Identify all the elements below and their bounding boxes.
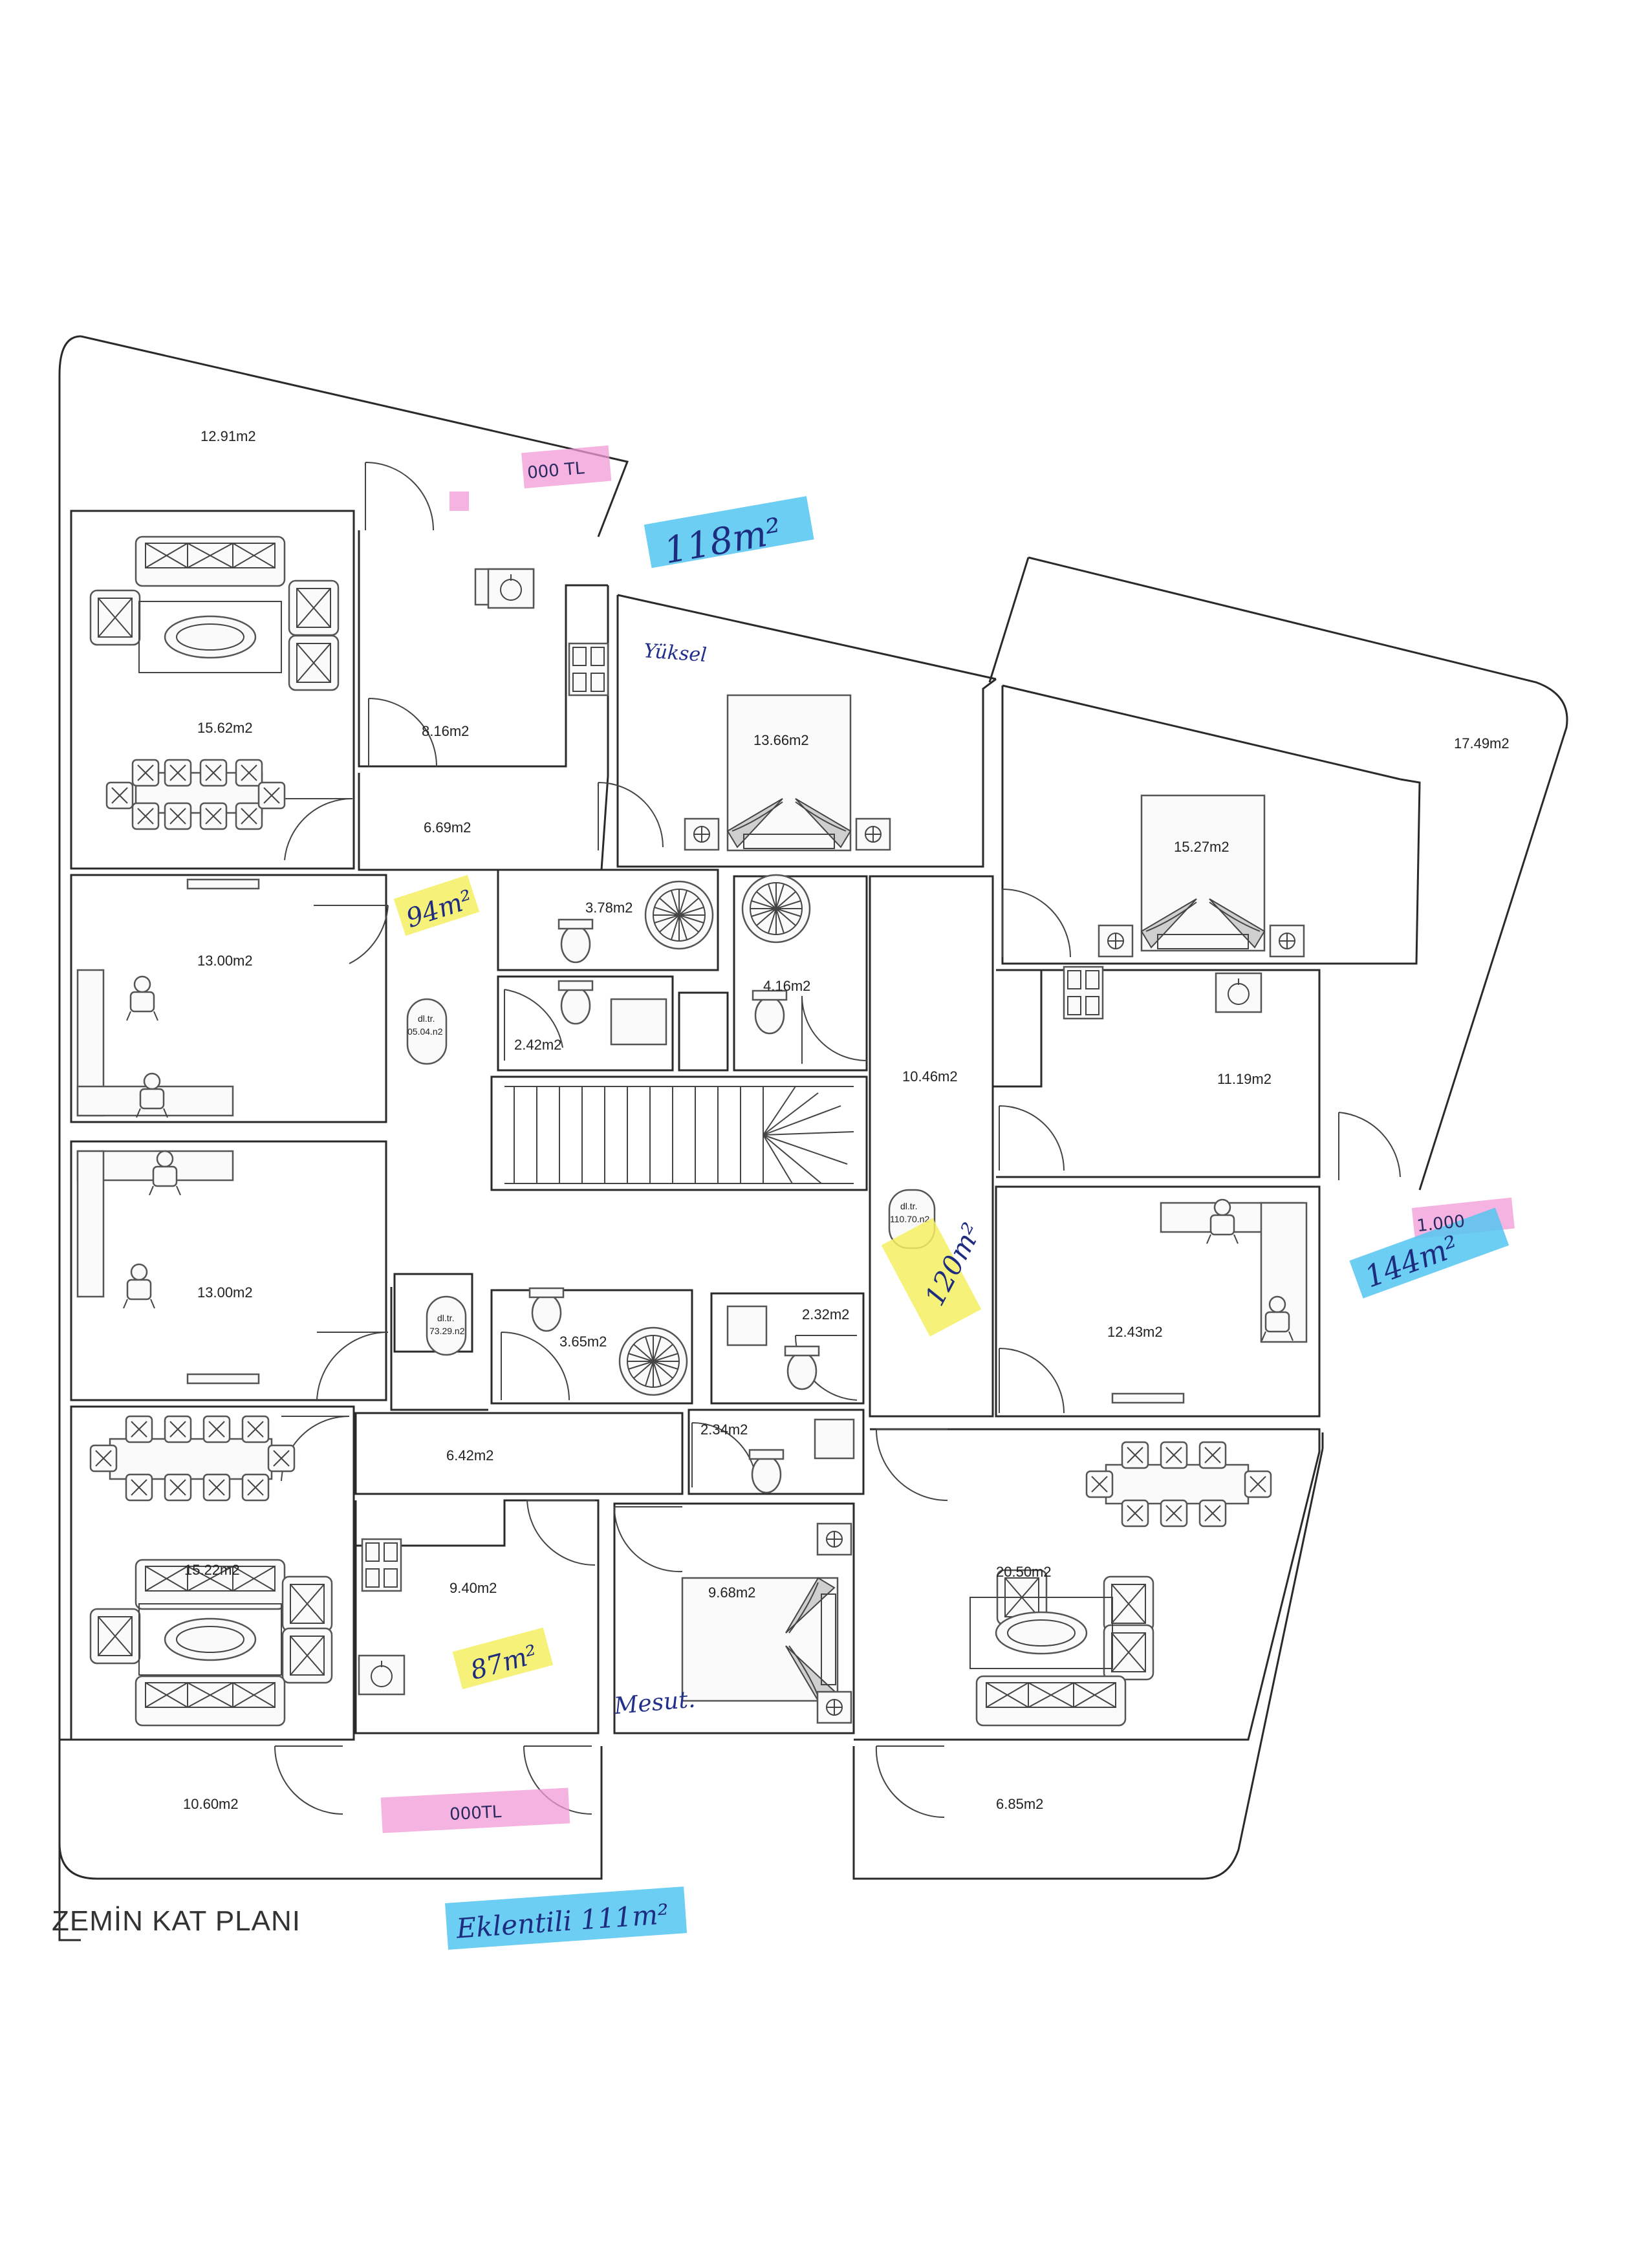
room-area-label: 3.65m2	[559, 1334, 607, 1350]
plan-title: ZEMİN KAT PLANI	[52, 1905, 301, 1937]
room-area-label: 17.49m2	[1454, 735, 1510, 751]
meter-label: 05.04.n2	[407, 1026, 443, 1037]
interior-walls	[60, 510, 1421, 1741]
room-area-label: 20.50m2	[996, 1564, 1052, 1580]
room-area-label: 6.42m2	[446, 1447, 493, 1463]
room-area-label: 9.68m2	[708, 1584, 755, 1601]
meter-label: 110.70.n2	[890, 1214, 929, 1224]
room-area-label: 15.62m2	[197, 720, 253, 736]
room-area-label: 12.91m2	[200, 428, 256, 444]
meter-label: dl.tr.	[437, 1313, 454, 1323]
doors	[274, 462, 1401, 1819]
room-area-label: 15.27m2	[1174, 839, 1229, 855]
room-area-label: 3.78m2	[585, 900, 633, 916]
room-area-label: 2.42m2	[514, 1037, 561, 1053]
room-area-label: 12.43m2	[1107, 1324, 1163, 1340]
room-area-label: 11.19m2	[1217, 1071, 1272, 1087]
room-area-label: 9.40m2	[449, 1580, 497, 1596]
room-area-label: 13.00m2	[197, 953, 253, 969]
highlighter-marks	[380, 445, 1515, 1950]
room-area-label: 2.34m2	[700, 1421, 748, 1438]
room-area-label: 6.85m2	[996, 1796, 1043, 1812]
price-note: 000TL	[449, 1802, 502, 1824]
meter-label: 73.29.n2	[429, 1326, 465, 1336]
room-area-label: 6.69m2	[424, 819, 471, 836]
room-area-label: 8.16m2	[422, 723, 469, 739]
meter-labels: dl.tr. 05.04.n2 dl.tr. 110.70.n2 dl.tr. …	[407, 1013, 929, 1336]
room-area-label: 10.60m2	[183, 1796, 239, 1812]
room-area-label: 15.22m2	[184, 1562, 240, 1578]
outer-walls	[58, 335, 1568, 1941]
room-area-label: 10.46m2	[902, 1068, 958, 1085]
room-labels: 12.91m2 15.62m2 8.16m2 6.69m2 13.66m2 15…	[183, 428, 1510, 1812]
meter-label: dl.tr.	[418, 1013, 435, 1024]
room-area-label: 2.32m2	[802, 1306, 849, 1323]
owner-note: Mesut.	[612, 1686, 697, 1720]
room-area-label: 13.66m2	[753, 732, 809, 748]
meter-label: dl.tr.	[900, 1201, 917, 1211]
staircase	[504, 1086, 854, 1184]
furniture	[76, 535, 1308, 1727]
owner-note: Yüksel	[643, 640, 708, 667]
handwritten-annotations: 000 TL 118m² Yüksel 94m² 120m² 1.000 144…	[403, 459, 1466, 1945]
room-area-label: 4.16m2	[763, 978, 810, 994]
room-area-label: 13.00m2	[197, 1284, 253, 1301]
